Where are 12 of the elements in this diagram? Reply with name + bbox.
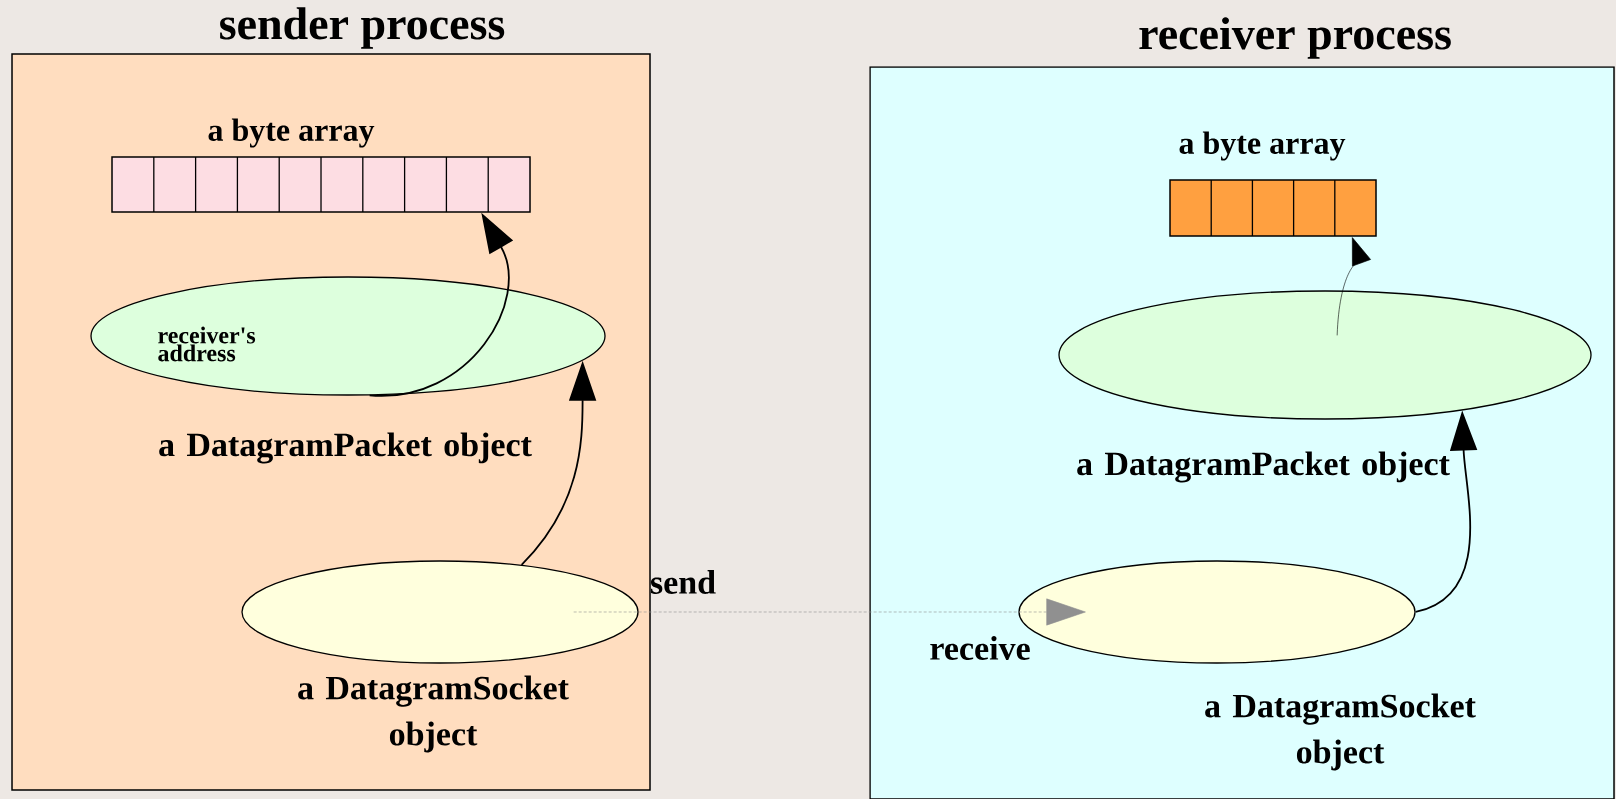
process-title: sender process — [220, 7, 505, 49]
arrow — [573, 598, 1086, 626]
operation-label: receive — [930, 636, 1030, 660]
array-label: a byte array — [208, 118, 375, 148]
object-caption: a DatagramPacket object — [159, 432, 532, 464]
array-label: a byte array — [1179, 131, 1346, 161]
edge-label: send — [651, 570, 716, 594]
object-caption: a DatagramPacket object — [1077, 451, 1450, 483]
object-caption: a DatagramSocket object — [298, 675, 569, 753]
arrow — [1336, 237, 1371, 336]
object-caption: a DatagramSocket object — [1205, 693, 1476, 771]
process-title: receiver process — [1139, 17, 1451, 59]
